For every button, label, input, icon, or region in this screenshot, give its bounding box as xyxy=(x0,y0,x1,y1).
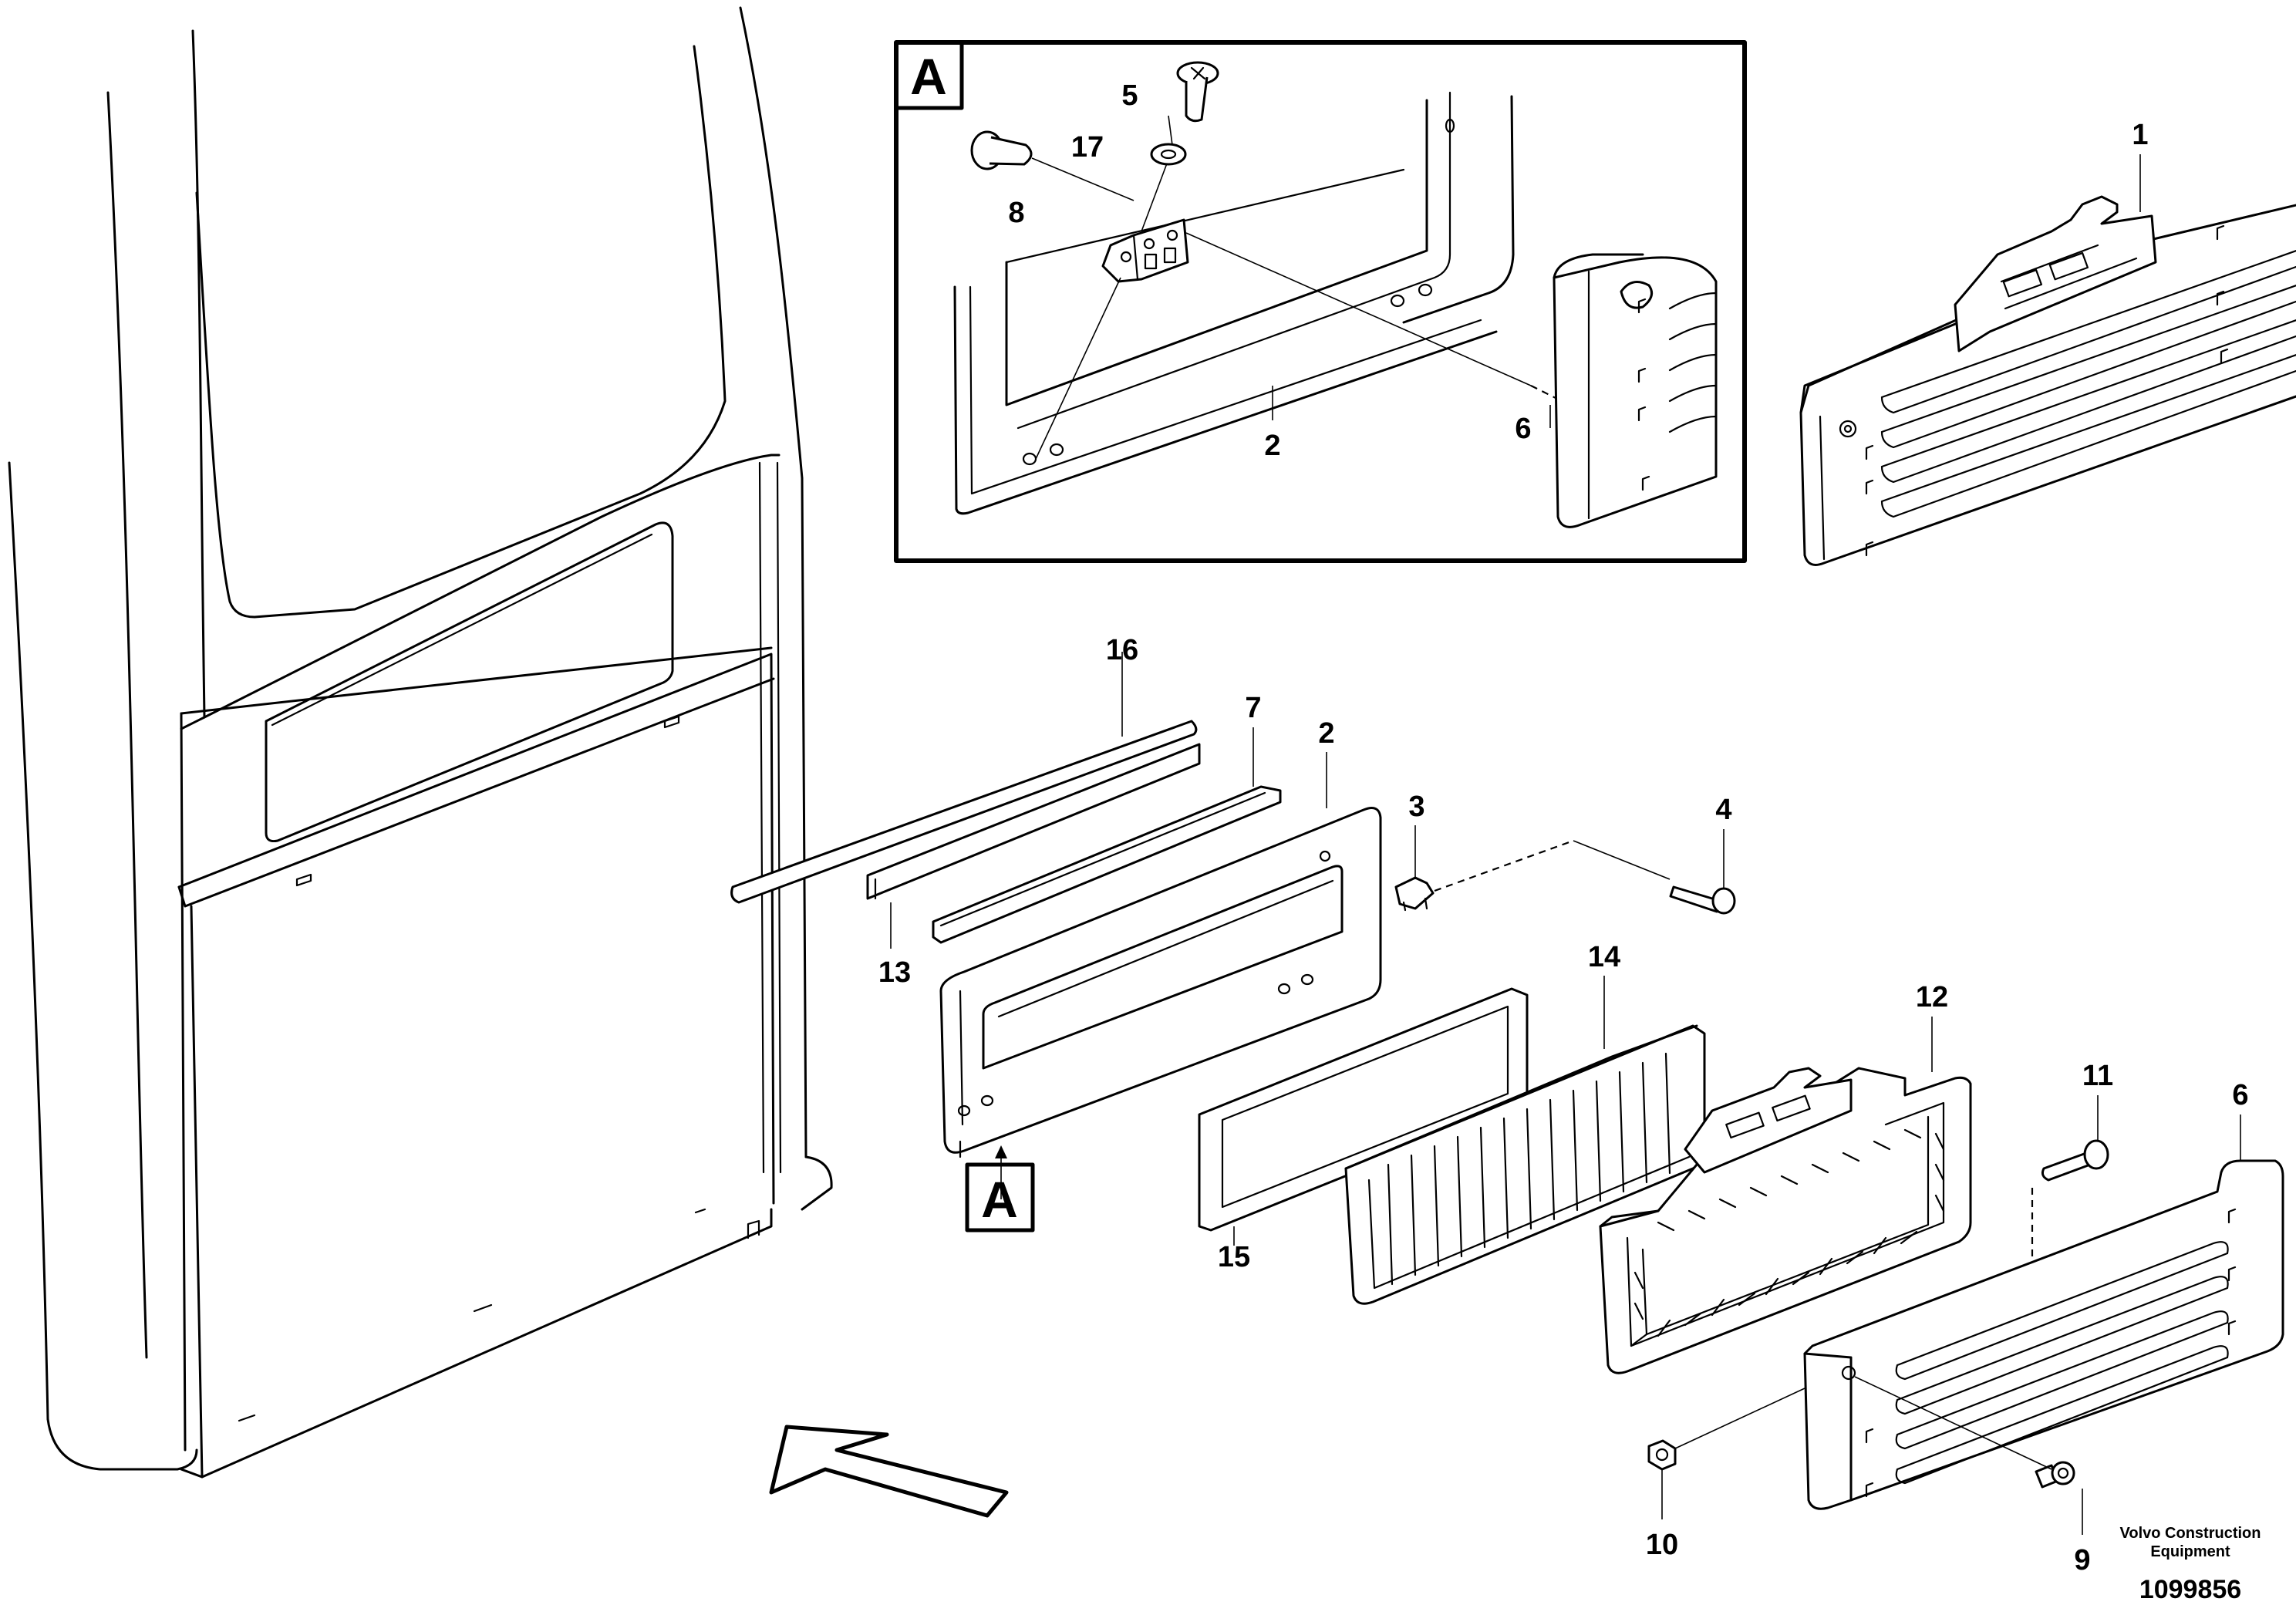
bolt-4 xyxy=(1669,885,1736,915)
document-number: 1099856 xyxy=(2139,1575,2241,1604)
detail-view-a: A xyxy=(894,40,1747,563)
cab-rear-panel xyxy=(8,6,833,1479)
clip-3 xyxy=(1394,876,1435,912)
callout-11: 11 xyxy=(2082,1060,2113,1092)
side-cover-fragment xyxy=(1553,253,1718,528)
bracket xyxy=(1101,218,1189,283)
view-label-a: A xyxy=(910,48,947,105)
callout-1: 1 xyxy=(2132,119,2148,151)
callout-5: 5 xyxy=(1121,79,1138,112)
screw-5 xyxy=(1176,61,1219,123)
callout-17: 17 xyxy=(1071,131,1104,164)
bolt-11 xyxy=(2041,1139,2109,1182)
callout-4: 4 xyxy=(1715,794,1731,826)
brand-line-1: Volvo Construction xyxy=(2120,1525,2261,1542)
seal-7 xyxy=(932,785,1282,944)
pin-8 xyxy=(970,130,1033,170)
callout-7: 7 xyxy=(1245,692,1261,724)
holder-12 xyxy=(1599,1067,1972,1374)
callout-9: 9 xyxy=(2074,1544,2090,1576)
frame-2 xyxy=(939,807,1382,1158)
direction-arrow xyxy=(769,1425,1009,1518)
callout-10: 10 xyxy=(1646,1529,1678,1561)
callout-2: 2 xyxy=(1318,717,1334,750)
callout-16: 16 xyxy=(1106,634,1138,666)
strip-13 xyxy=(866,743,1201,900)
callout-8: 8 xyxy=(1008,197,1024,229)
cover-part-1 xyxy=(1799,195,2296,566)
callout-6: 6 xyxy=(2232,1079,2248,1111)
callout-2-detail: 2 xyxy=(1264,430,1280,462)
rod-16 xyxy=(730,720,1198,904)
filter-14 xyxy=(1344,1024,1706,1305)
callout-12: 12 xyxy=(1916,981,1948,1013)
callout-6-detail: 6 xyxy=(1515,413,1531,445)
view-label-a-marker: A xyxy=(981,1171,1018,1228)
washer-17 xyxy=(1150,143,1187,166)
brand-line-2: Equipment xyxy=(2150,1543,2230,1560)
clip-9 xyxy=(2035,1461,2075,1489)
side-cover-6 xyxy=(1803,1159,2284,1510)
callout-15: 15 xyxy=(1218,1241,1250,1273)
view-label-box xyxy=(894,40,964,110)
callout-13: 13 xyxy=(878,956,911,989)
view-a-marker: A xyxy=(965,1145,1035,1233)
nut-10 xyxy=(1647,1439,1677,1471)
callout-3: 3 xyxy=(1408,791,1424,823)
callout-14: 14 xyxy=(1588,941,1620,973)
